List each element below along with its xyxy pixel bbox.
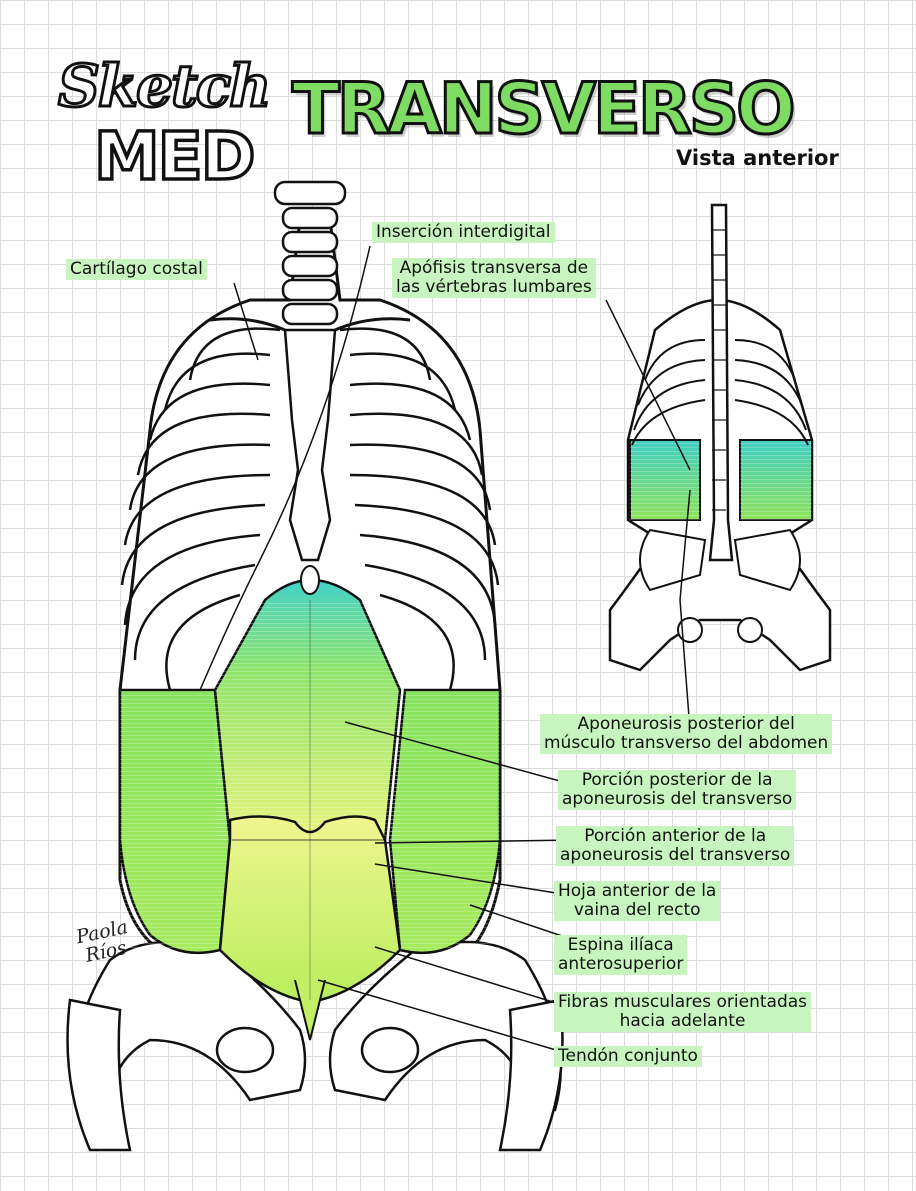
label-line-2: aponeurosis del transverso [562,789,792,809]
label-line-2: aponeurosis del transverso [560,845,790,865]
label-insercion-interdigital: Inserción interdigital [372,222,555,243]
label-line-1: Porción posterior de la [582,770,773,790]
label-text: Cartílago costal [70,259,203,279]
label-fibras-musculares: Fibras musculares orientadas hacia adela… [554,992,811,1032]
label-line-1: Fibras musculares orientadas [558,992,807,1012]
label-porcion-anterior: Porción anterior de la aponeurosis del t… [556,826,794,866]
main-anterior-view [68,182,563,1150]
label-line-2: anterosuperior [558,954,683,974]
label-espina-iliaca: Espina ilíaca anterosuperior [554,935,687,975]
label-aponeurosis-posterior-musculo: Aponeurosis posterior del músculo transv… [540,714,832,754]
label-line-1: Aponeurosis posterior del [577,714,794,734]
label-text: Inserción interdigital [376,222,551,242]
label-line-2: músculo transverso del abdomen [544,733,828,753]
label-apofisis-transversa: Apófisis transversa de las vértebras lum… [392,258,596,298]
label-line-2: vaina del recto [574,900,701,920]
logo-text-med: MED [94,118,254,195]
sketchmed-logo: Sketch MED [40,32,280,192]
label-hoja-anterior: Hoja anterior de la vaina del recto [554,881,720,921]
label-tendon-conjunto: Tendón conjunto [554,1046,702,1067]
label-cartilago-costal: Cartílago costal [66,259,207,280]
label-line-2: hacia adelante [620,1011,746,1031]
label-text: Tendón conjunto [558,1046,698,1066]
label-line-1: Espina ilíaca [568,935,674,955]
posterior-view-figure [610,205,830,670]
label-porcion-posterior: Porción posterior de la aponeurosis del … [558,770,796,810]
label-line-1: Hoja anterior de la [558,881,716,901]
logo-text-sketch: Sketch [58,52,269,120]
label-line-1: Porción anterior de la [584,826,766,846]
label-line-2: las vértebras lumbares [396,277,592,297]
page-title: TRANSVERSO [292,74,793,144]
label-line-1: Apófisis transversa de [400,258,589,278]
page-subtitle: Vista anterior [676,146,839,170]
